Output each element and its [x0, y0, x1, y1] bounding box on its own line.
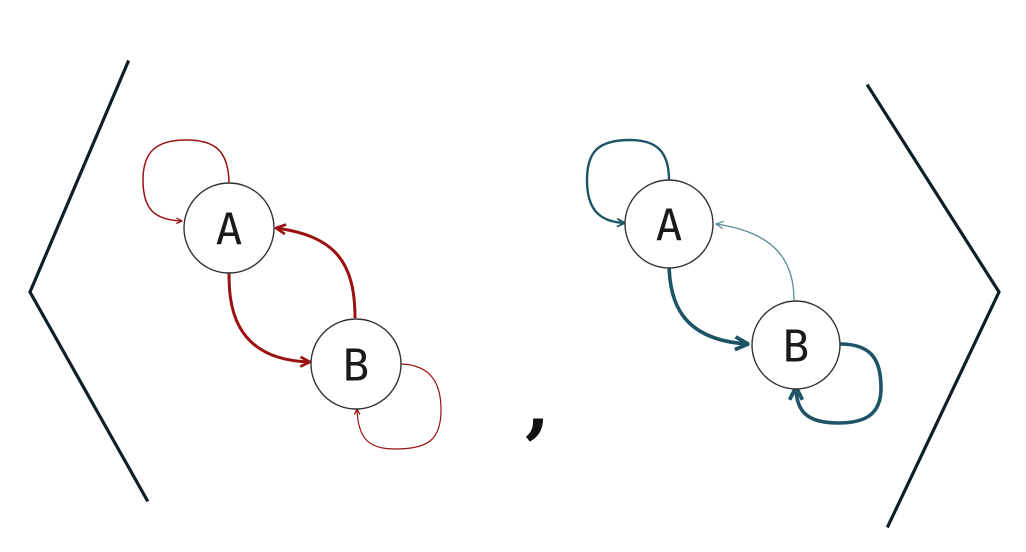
left-node-b-label: B [343, 341, 370, 392]
left-edge-a-to-b [227, 271, 310, 362]
right-angle-bracket [865, 83, 1001, 529]
left-edge-b-to-a [276, 228, 357, 319]
right-node-b: B [751, 300, 841, 390]
left-edge-a-to-a [142, 139, 230, 221]
left-node-a-label: A [216, 205, 243, 256]
right-edge-a-to-a [585, 138, 671, 223]
right-edge-b-to-b [796, 342, 883, 425]
right-edge-a-to-b [667, 261, 748, 344]
tuple-separator: , [525, 362, 550, 447]
left-graph: A B [142, 139, 442, 450]
right-graph: A B [585, 138, 883, 425]
right-node-a: A [624, 179, 714, 269]
right-edge-b-to-a [716, 224, 795, 301]
left-node-b: B [310, 318, 402, 410]
right-node-a-label: A [656, 201, 683, 252]
left-edge-b-to-b [357, 363, 442, 450]
left-angle-bracket [28, 59, 150, 503]
right-node-b-label: B [783, 322, 810, 373]
left-node-a: A [183, 182, 275, 274]
